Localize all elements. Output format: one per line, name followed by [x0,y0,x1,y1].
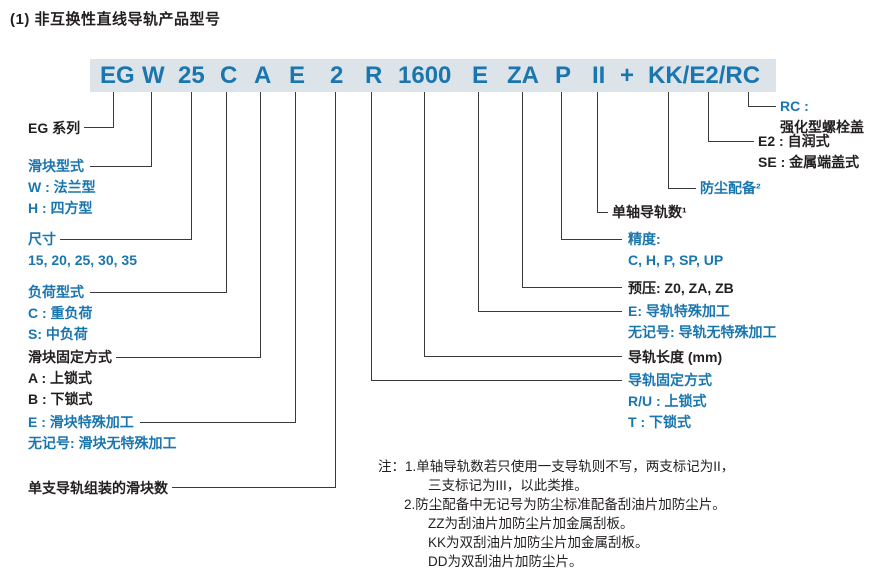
connector-line-block-type [90,92,152,167]
connector-line-rail-length [424,92,622,357]
model-segment-plus: + [620,62,635,89]
callout-line-text: RC : [780,98,809,114]
model-segment-dust-options: KK/E2/RC [648,62,761,89]
callout-accuracy: 精度: C, H, P, SP, UP [628,229,723,271]
connector-line-accuracy [561,92,622,240]
model-segment-block-machining: E [289,62,306,89]
callout-load-type: 负荷型式 C : 重负荷 S: 中负荷 [28,282,93,345]
connector-line-block-count [172,92,336,488]
connector-line-block-machining [140,92,296,423]
callout-block-machining: E : 滑块特殊加工 无记号: 滑块无特殊加工 [28,412,177,454]
callout-preload: 预压: Z0, ZA, ZB [628,278,734,299]
callout-line-text: E2 : 自润式 [758,133,830,149]
callout-line-text: 导轨固定方式 [628,372,712,388]
model-segment-block-mounting: A [254,62,272,89]
callout-line-text: W : 法兰型 [28,179,96,195]
callout-series: EG 系列 [28,118,80,139]
callout-line-text: 无记号: 导轨无特殊加工 [628,324,777,340]
callout-block-type: 滑块型式 W : 法兰型 H : 四方型 [28,156,96,219]
note-line: 2.防尘配备中无记号为防尘标准配备刮油片加防尘片。 [404,497,726,512]
model-segment-block-type: W [142,62,165,89]
model-segment-rail-count: II [592,62,606,89]
model-segment-block-count: 2 [330,62,344,89]
callout-block-count: 单支导轨组装的滑块数 [28,478,168,499]
connector-line-size [60,92,192,240]
model-segment-series: EG [100,62,135,89]
page-title: (1) 非互换性直线导轨产品型号 [10,11,221,28]
callout-line-text: 15, 20, 25, 30, 35 [28,252,137,268]
callout-line-text: 防尘配备² [700,180,761,196]
callout-line-text: 预压: Z0, ZA, ZB [628,280,734,296]
callout-line-text: 精度: [628,231,661,247]
callout-size: 尺寸 15, 20, 25, 30, 35 [28,229,137,271]
callout-rail-mounting: 导轨固定方式 R/U : 上锁式 T : 下锁式 [628,370,712,433]
model-segment-size: 25 [178,62,205,89]
connector-line-rail-mounting [371,92,622,381]
callout-rail-length: 导轨长度 (mm) [628,347,722,368]
note-line: KK为双刮油片加防尘片加金属刮板。 [428,535,649,550]
model-segment-rail-length: 1600 [398,62,452,89]
notes-block: 注：1.单轴导轨数若只使用一支导轨则不写，两支标记为II， 三支标记为III，以… [378,457,734,571]
callout-dust-protection: 防尘配备² [700,178,761,199]
callout-rc: RC : 强化型螺栓盖 [780,96,864,138]
connector-line-load-type [90,92,227,293]
model-segment-preload: ZA [507,62,539,89]
model-segment-rail-mounting: R [365,62,383,89]
connector-line-rail-machining [478,92,622,312]
model-number-bar: EG W 25 C A E 2 R 1600 E ZA P II + KK/E2… [90,59,776,92]
model-segment-accuracy: P [555,62,572,89]
callout-line-text: H : 四方型 [28,200,93,216]
connector-line-block-mounting [116,92,261,358]
callout-line-text: 负荷型式 [28,284,84,300]
callout-line-text: 无记号: 滑块无特殊加工 [28,435,177,451]
connector-line-e2 [708,92,754,142]
callout-line-text: R/U : 上锁式 [628,393,707,409]
callout-block-mounting: 滑块固定方式 A : 上锁式 B : 下锁式 [28,347,112,410]
callout-line-text: 强化型螺栓盖 [780,119,864,135]
note-line: 注：1.单轴导轨数若只使用一支导轨则不写，两支标记为II， [378,459,735,474]
callout-line-text: EG 系列 [28,120,81,136]
note-line: ZZ为刮油片加防尘片加金属刮板。 [428,516,634,531]
callout-line-text: T : 下锁式 [628,414,691,430]
callout-line-text: C, H, P, SP, UP [628,252,724,268]
callout-rail-count: 单轴导轨数¹ [612,202,687,223]
callout-line-text: A : 上锁式 [28,370,93,386]
callout-line-text: 滑块固定方式 [28,349,112,365]
callout-line-text: E: 导轨特殊加工 [628,303,730,319]
callout-rail-machining: E: 导轨特殊加工 无记号: 导轨无特殊加工 [628,301,777,343]
connector-line-series [84,92,114,128]
callout-line-text: 单支导轨组装的滑块数 [28,480,168,496]
connector-line-rc [748,92,776,107]
callout-line-text: 滑块型式 [28,158,84,174]
callout-line-text: 导轨长度 (mm) [628,349,723,365]
callout-e2-se: E2 : 自润式 SE : 金属端盖式 [758,131,859,173]
callout-line-text: SE : 金属端盖式 [758,154,860,170]
connector-line-preload [522,92,622,288]
callout-line-text: S: 中负荷 [28,326,88,342]
callout-line-text: C : 重负荷 [28,305,93,321]
note-line: DD为双刮油片加防尘片。 [428,554,583,569]
model-segment-rail-machining: E [472,62,489,89]
callout-line-text: 尺寸 [28,231,56,247]
connector-line-dust-protection [668,92,696,189]
callout-line-text: B : 下锁式 [28,391,93,407]
model-segment-load-type: C [220,62,238,89]
callout-line-text: E : 滑块特殊加工 [28,414,134,430]
note-line: 三支标记为III，以此类推。 [428,478,588,493]
callout-line-text: 单轴导轨数¹ [612,204,687,220]
connector-line-rail-count [597,92,608,213]
